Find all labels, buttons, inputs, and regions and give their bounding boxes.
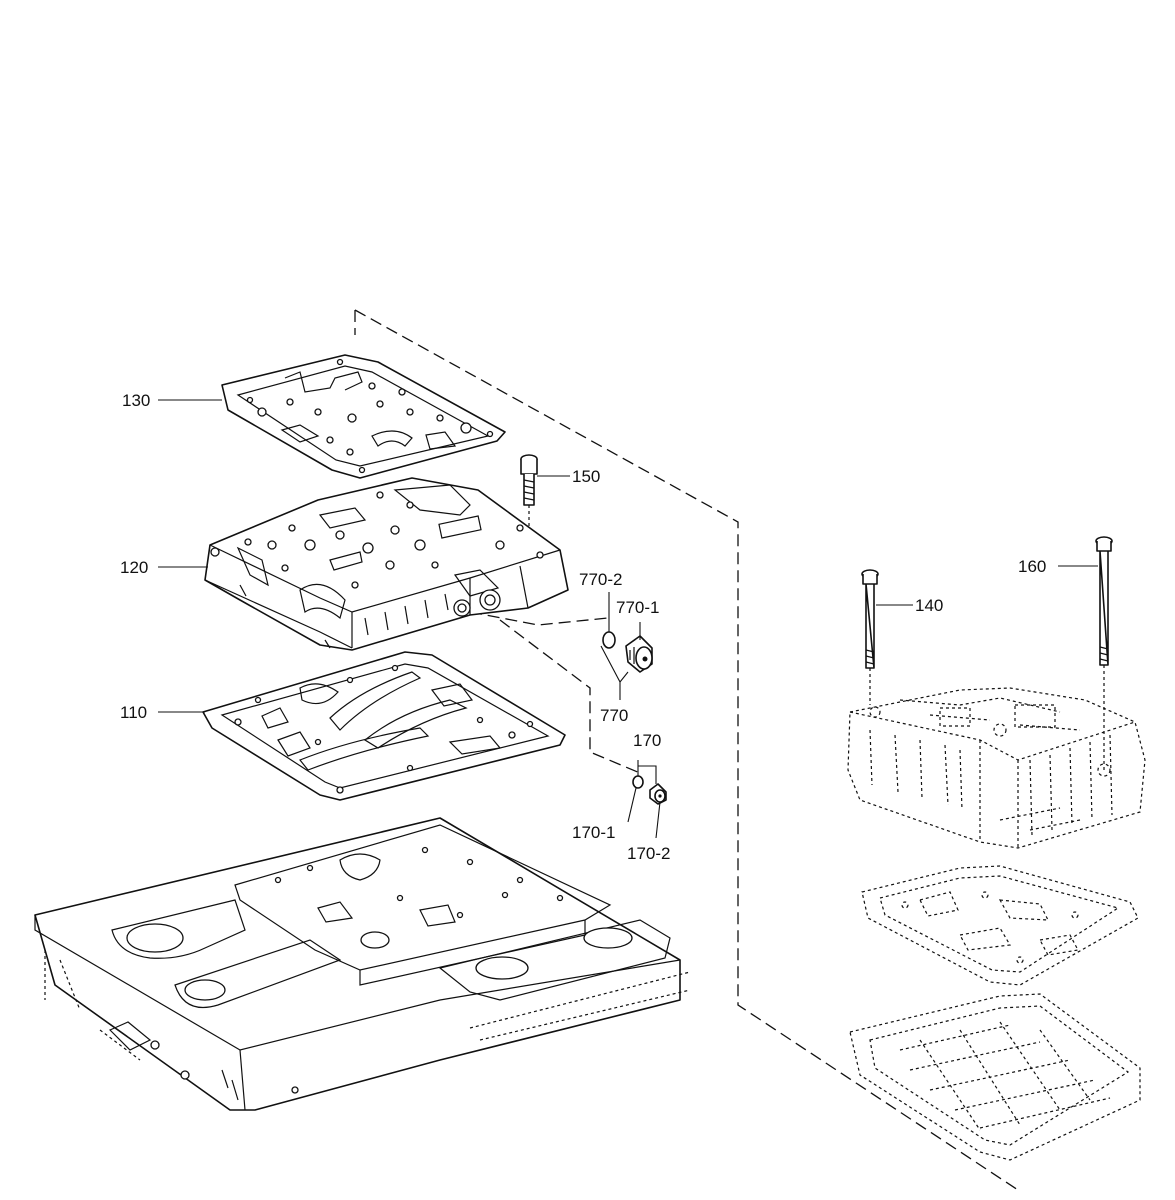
assembly-guide-lines [354,309,1019,1191]
assembled-valve-body [847,687,1146,849]
part-110-lower-plate [202,651,566,801]
callout-170-1: 170-1 [572,823,615,842]
callout-120: 120 [120,558,148,577]
callout-130: 130 [122,391,150,410]
callout-110: 110 [120,703,147,722]
callout-770-1: 770-1 [616,598,659,617]
callout-770: 770 [600,706,628,725]
callout-labels: 130 120 110 150 140 160 770-2 770-1 770 … [120,391,1046,863]
callout-150: 150 [572,467,600,486]
callout-160: 160 [1018,557,1046,576]
part-170-plug-assembly [632,775,667,805]
assembled-plate [861,865,1139,986]
transmission-housing [34,817,691,1111]
part-160-long-bolt [1095,536,1113,770]
callout-140: 140 [915,596,943,615]
part-130-upper-plate [221,354,506,479]
assembled-gasket [849,993,1141,1161]
part-150-bolt [520,454,538,548]
callout-170: 170 [633,731,661,750]
part-770-plug-assembly [602,631,653,673]
part-140-long-bolt [861,569,879,705]
callout-170-2: 170-2 [627,844,670,863]
part-120-valve-body [204,477,569,651]
leader-lines [158,399,1098,839]
callout-770-2: 770-2 [579,570,622,589]
